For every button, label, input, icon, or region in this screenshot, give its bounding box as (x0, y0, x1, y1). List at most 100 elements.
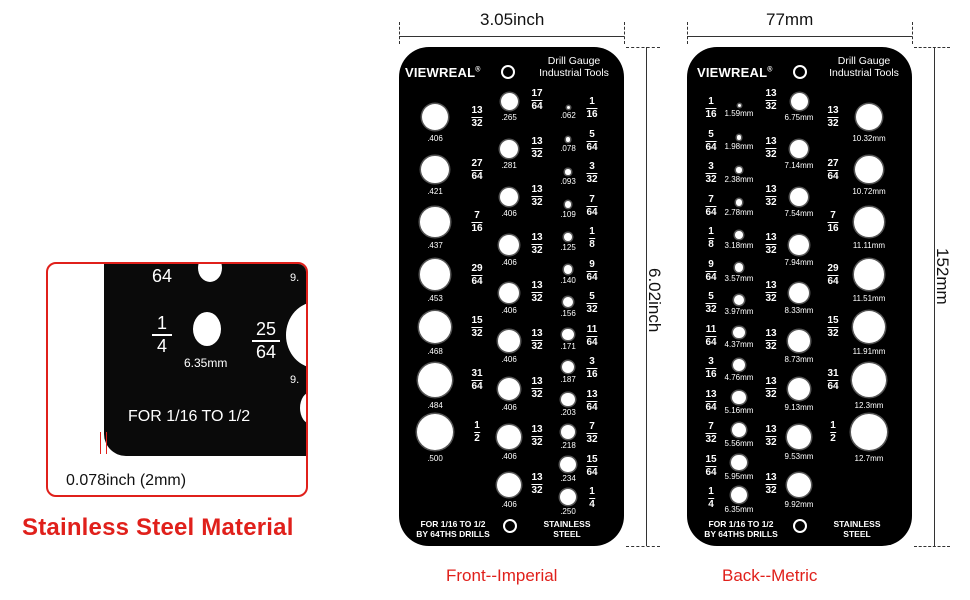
back-large-mm: 10.32mm (852, 134, 886, 143)
back-small-mm: 4.37mm (724, 340, 754, 350)
back-mid-hole (789, 187, 809, 207)
front-small-decimal: .156 (560, 308, 576, 318)
detail-hole-right (286, 302, 306, 368)
front-small-hole (565, 169, 571, 175)
back-small-mm: 5.56mm (724, 439, 754, 449)
front-width-line (399, 36, 624, 37)
front-large-decimal: .484 (427, 400, 443, 410)
back-width-dim: 77mm (766, 10, 814, 29)
detail-edge-mid: 9. (290, 374, 300, 386)
front-hanging-hole (501, 65, 515, 79)
front-small-decimal: .125 (560, 242, 576, 252)
front-large-hole (422, 104, 448, 130)
front-mid-hole (497, 425, 521, 449)
front-width-ext-left (399, 22, 400, 44)
back-mid-mm: 9.92mm (784, 500, 814, 510)
back-mid-hole (788, 330, 810, 352)
front-mid-decimal: .406 (501, 451, 517, 461)
front-large-decimal: .453 (427, 293, 443, 303)
front-height-line (646, 47, 647, 546)
front-mid-hole (500, 140, 518, 158)
front-small-hole (560, 456, 576, 473)
back-small-mm: 3.57mm (724, 273, 754, 283)
back-width-line (687, 36, 912, 37)
front-brand: VIEWREAL® (405, 65, 481, 80)
front-large-hole (421, 155, 449, 184)
front-mid-decimal: .265 (501, 112, 517, 122)
front-small-hole (563, 265, 573, 274)
front-large-decimal: .468 (427, 347, 443, 357)
front-small-hole (564, 201, 572, 208)
front-mid-hole (500, 92, 518, 110)
back-small-hole (734, 295, 744, 305)
front-mid-decimal: .406 (501, 354, 517, 364)
front-small-decimal: .078 (560, 143, 576, 153)
back-large-mm: 11.91mm (852, 347, 886, 357)
detail-for-text: FOR 1/16 TO 1/2 (128, 408, 251, 425)
back-large-mm: 11.11mm (852, 240, 886, 250)
front-mid-hole (497, 377, 521, 401)
back-small-hole (732, 390, 746, 405)
front-small-decimal: .109 (560, 209, 576, 219)
back-small-hole (736, 167, 742, 173)
front-bottom-hole (503, 519, 517, 533)
front-mid-hole (499, 235, 519, 255)
front-large-decimal: .500 (427, 453, 443, 463)
back-mid-mm: 8.33mm (784, 306, 814, 316)
back-small-hole (730, 486, 748, 504)
front-large-decimal: .437 (427, 240, 443, 250)
detail-frac-top: 64 (152, 266, 173, 286)
front-small-decimal: .187 (560, 375, 576, 385)
front-mid-hole (498, 282, 520, 304)
back-small-hole (735, 199, 743, 206)
back-large-hole (856, 104, 882, 130)
back-height-dim: 152mm (933, 248, 952, 305)
thickness-label: 0.078inch (2mm) (66, 472, 187, 489)
front-small-hole (559, 488, 577, 506)
front-caption: Front--Imperial (446, 566, 558, 585)
back-mid-mm: 6.75mm (784, 112, 814, 122)
front-mid-decimal: .281 (501, 160, 517, 170)
back-small-hole (734, 263, 744, 272)
back-small-hole (735, 231, 743, 239)
back-brand: VIEWREAL® (697, 65, 773, 80)
front-small-hole (561, 360, 575, 374)
back-height-ext-bottom (914, 546, 950, 547)
front-small-hole (564, 233, 572, 241)
back-mid-mm: 9.53mm (784, 451, 814, 461)
front-large-decimal: .406 (427, 134, 443, 143)
front-height-dim: 6.02inch (645, 268, 664, 333)
back-bottom-hole (793, 519, 807, 533)
back-width-ext-left (687, 22, 688, 44)
front-height-ext-bottom (626, 546, 660, 547)
front-small-decimal: .250 (560, 507, 576, 517)
